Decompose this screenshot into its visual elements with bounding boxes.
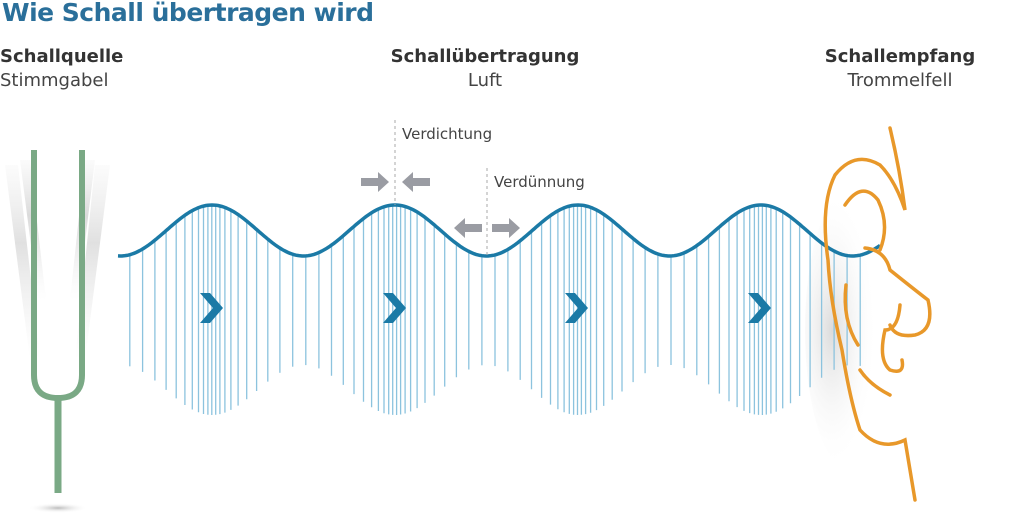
chevron-right-icon [383, 293, 406, 323]
arrow-left-icon [454, 218, 482, 238]
transmission-heading: Schallübertragung [390, 46, 580, 67]
chevron-right-icon [565, 293, 588, 323]
compression-label: Verdichtung [402, 125, 493, 143]
diagram-title: Wie Schall übertragen wird [2, 0, 374, 27]
sound-wave-line [117, 203, 881, 258]
arrow-right-icon [492, 218, 520, 238]
transmission-header: Schallübertragung Luft [370, 46, 600, 91]
ear-icon [823, 126, 932, 502]
chevron-right-icon [748, 293, 771, 323]
arrow-left-icon [402, 172, 430, 192]
direction-chevrons [200, 293, 771, 323]
tuning-fork-icon [5, 150, 110, 513]
source-heading: Schallquelle [0, 46, 124, 67]
chevron-right-icon [200, 293, 223, 323]
source-sub: Stimmgabel [0, 70, 109, 91]
rarefaction-label: Verdünnung [494, 173, 585, 191]
transmission-sub: Luft [467, 70, 503, 91]
arrow-right-icon [361, 172, 389, 192]
source-header: Schallquelle Stimmgabel [0, 46, 123, 91]
air-particle-lines [129, 205, 861, 415]
reception-header: Schallempfang Trommelfell [800, 46, 1000, 91]
reception-sub: Trommelfell [847, 70, 953, 91]
reception-heading: Schallempfang [824, 46, 976, 67]
